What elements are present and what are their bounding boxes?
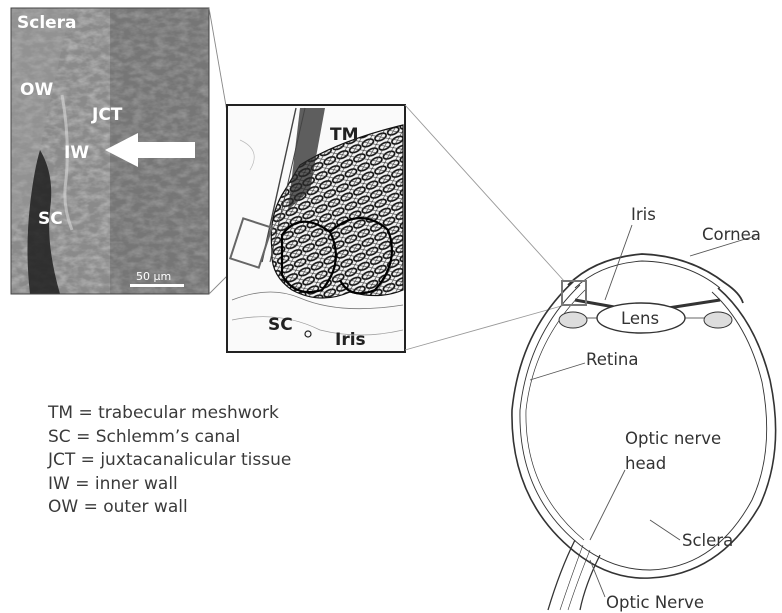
- eye-label-sclera: Sclera: [682, 531, 733, 550]
- eye-label-iris: Iris: [631, 205, 656, 224]
- sem-label-sc: SC: [38, 209, 63, 229]
- legend-item-jct: JCT = juxtacanalicular tissue: [48, 449, 291, 473]
- eye-label-lens: Lens: [621, 309, 659, 328]
- abbreviation-legend: TM = trabecular meshwork SC = Schlemm’s …: [48, 402, 291, 520]
- eye-label-optic-nerve-head-1: Optic nerve: [625, 429, 721, 448]
- legend-item-sc: SC = Schlemm’s canal: [48, 426, 291, 450]
- eye-label-optic-nerve-head-2: head: [625, 454, 666, 473]
- inset-label-sc: SC: [268, 315, 293, 335]
- legend-item-iw: IW = inner wall: [48, 473, 291, 497]
- eye-label-optic-nerve: Optic Nerve: [606, 593, 704, 612]
- inset-label-tm: TM: [330, 125, 359, 145]
- scale-bar-label: 50 µm: [136, 270, 171, 283]
- legend-item-tm: TM = trabecular meshwork: [48, 402, 291, 426]
- scale-bar: [130, 284, 184, 287]
- legend-item-ow: OW = outer wall: [48, 496, 291, 520]
- eye-label-retina: Retina: [586, 350, 639, 369]
- sem-label-ow: OW: [20, 80, 53, 100]
- inset-to-eye-connectors: [405, 105, 565, 350]
- sem-label-jct: JCT: [91, 105, 123, 125]
- trabecular-inset: TM SC Iris: [227, 105, 405, 352]
- eye-label-cornea: Cornea: [702, 225, 761, 244]
- inset-label-iris: Iris: [335, 330, 366, 350]
- sem-label-sclera: Sclera: [17, 13, 77, 33]
- sem-label-iw: IW: [64, 143, 89, 163]
- sem-micrograph: Sclera OW JCT IW SC 50 µm: [11, 8, 209, 294]
